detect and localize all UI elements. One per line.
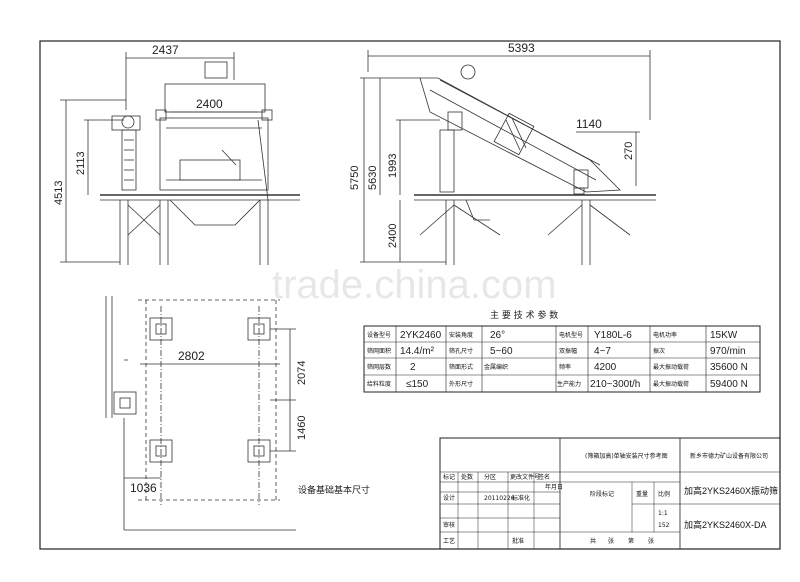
dim-5393: 5393 bbox=[508, 41, 535, 55]
param-value: 970/min bbox=[710, 346, 746, 357]
param-label: 双振幅 bbox=[559, 347, 577, 355]
stage-label: 重量 bbox=[636, 490, 648, 498]
rev-label: 标准化 bbox=[512, 494, 530, 502]
rev-label: 设计 bbox=[443, 494, 455, 502]
dim-2400-side: 2400 bbox=[387, 224, 399, 248]
param-value: 2YK2460 bbox=[400, 330, 442, 341]
param-value: 2 bbox=[410, 362, 416, 373]
company-name: 新乡市德力矿山设备有限公司 bbox=[690, 452, 768, 460]
drawing-title: (筛箱加高)单轴安装尺寸参考图 bbox=[585, 452, 668, 460]
dim-2113: 2113 bbox=[75, 151, 87, 175]
sheet-label: 张 bbox=[648, 537, 654, 545]
scale-value: 1:1 bbox=[658, 510, 668, 517]
dim-1140: 1140 bbox=[576, 117, 602, 131]
dim-1993: 1993 bbox=[387, 154, 399, 178]
param-label: 生产能力 bbox=[557, 380, 581, 388]
drawing-frame bbox=[39, 40, 781, 550]
param-label: 给料粒度 bbox=[367, 380, 391, 388]
rev-header: 处数 bbox=[461, 473, 473, 481]
param-label: 筛孔尺寸 bbox=[449, 347, 473, 355]
stage-label: 阶段标记 bbox=[590, 490, 614, 498]
param-value: 14.4/m² bbox=[400, 346, 435, 357]
rev-header: 更改文件号 bbox=[510, 473, 540, 481]
front-view bbox=[60, 52, 300, 265]
param-label: 电机型号 bbox=[559, 331, 583, 339]
param-value: ≤150 bbox=[406, 379, 429, 390]
dim-2802: 2802 bbox=[178, 349, 205, 363]
param-label: 电机功率 bbox=[653, 331, 677, 339]
page-number: 152 bbox=[658, 522, 670, 529]
param-value: 59400 N bbox=[710, 379, 748, 390]
param-value: 15KW bbox=[710, 330, 738, 341]
foundation-caption: 设备基础基本尺寸 bbox=[298, 484, 370, 496]
params-table: 设备型号 2YK2460 安装角度 26° 电机型号 Y180L-6 电机功率 … bbox=[363, 325, 761, 393]
param-value: 26° bbox=[490, 330, 505, 341]
side-view bbox=[360, 50, 656, 265]
param-value: 4200 bbox=[594, 362, 617, 373]
param-value: Y180L-6 bbox=[594, 330, 632, 341]
sheet-label: 共 bbox=[590, 537, 596, 545]
param-label: 筛面形式 bbox=[449, 363, 473, 371]
param-label: 筛网面积 bbox=[367, 347, 391, 355]
watermark: trade.china.com bbox=[272, 263, 557, 307]
rev-header: 签名 bbox=[538, 473, 550, 481]
rev-label: 批准 bbox=[512, 537, 524, 545]
dim-1460: 1460 bbox=[296, 416, 308, 440]
param-label: 频率 bbox=[559, 363, 571, 371]
param-label: 振次 bbox=[653, 347, 665, 355]
param-label: 最大振动载荷 bbox=[653, 380, 689, 388]
sheet-label: 张 bbox=[608, 537, 614, 545]
rev-header: 标记 bbox=[443, 473, 455, 481]
param-value: 210~300t/h bbox=[590, 379, 640, 390]
dim-2437: 2437 bbox=[152, 43, 179, 57]
dim-2074: 2074 bbox=[296, 361, 308, 385]
rev-label: 工艺 bbox=[443, 537, 455, 545]
dim-1036: 1036 bbox=[130, 481, 157, 495]
dim-5630: 5630 bbox=[367, 166, 379, 190]
dim-2400-front: 2400 bbox=[196, 97, 223, 111]
rev-header: 分区 bbox=[484, 473, 496, 481]
date-value: 20110226 bbox=[484, 495, 515, 502]
param-label: 安装角度 bbox=[449, 331, 473, 339]
param-value: 35600 N bbox=[710, 362, 748, 373]
param-value: 金属编织 bbox=[484, 363, 508, 371]
dim-4513: 4513 bbox=[53, 181, 65, 205]
param-label: 筛网层数 bbox=[367, 363, 391, 371]
stage-label: 比例 bbox=[658, 490, 670, 498]
param-label: 外形尺寸 bbox=[449, 380, 473, 388]
plan-view bbox=[105, 296, 296, 531]
param-label: 最大振动载荷 bbox=[653, 363, 689, 371]
param-label: 设备型号 bbox=[367, 331, 391, 339]
rev-label: 审核 bbox=[443, 521, 455, 529]
sheet-label: 第 bbox=[628, 537, 634, 545]
param-value: 4~7 bbox=[594, 346, 611, 357]
model-label-1: 加高2YKS2460X振动筛 bbox=[684, 485, 778, 496]
params-title: 主 要 技 术 参 数 bbox=[490, 309, 558, 321]
rev-header: 年月日 bbox=[545, 483, 563, 491]
param-value: 5~60 bbox=[490, 346, 513, 357]
dim-5750: 5750 bbox=[349, 166, 361, 190]
model-label-2: 加高2YKS2460X-DA bbox=[684, 519, 767, 530]
dim-270: 270 bbox=[623, 142, 635, 160]
title-block: (筛箱加高)单轴安装尺寸参考图 新乡市德力矿山设备有限公司 加高2YKS2460… bbox=[439, 437, 781, 550]
